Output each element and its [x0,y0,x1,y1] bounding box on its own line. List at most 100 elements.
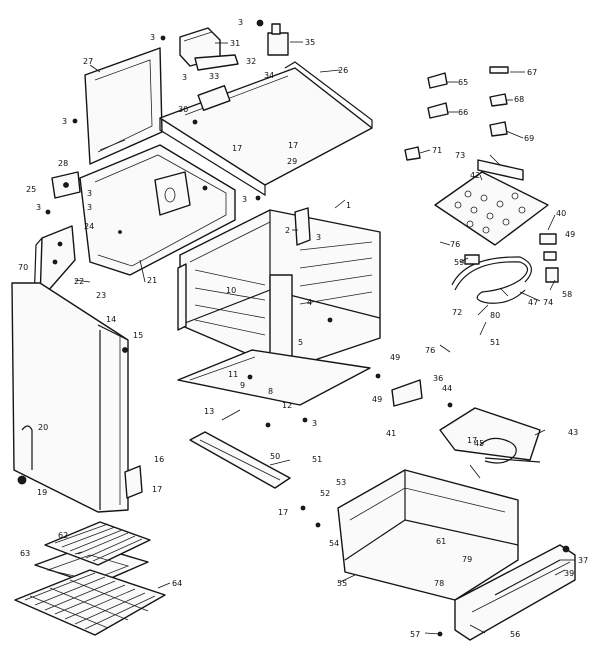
callout-label: 28 [58,159,68,168]
callout-label: 39 [564,569,574,578]
back-panel [84,47,163,165]
callout-label: 24 [84,222,94,231]
callout-label: 30 [178,105,188,114]
callout-label: 42 [470,171,480,180]
callout-label: 70 [18,263,28,272]
bracket-25 [51,171,81,199]
side-panel [79,144,236,276]
callout-label: 51 [490,338,500,347]
callout-label: 2 [285,226,290,235]
callout-label: 45 [474,439,484,448]
callout-label: 36 [433,374,443,383]
element-rack [434,159,549,246]
callout-label: 41 [386,429,396,438]
callout-label: 40 [556,209,566,218]
callout-label: 73 [455,151,465,160]
callout-label: 71 [432,146,442,155]
callout-label: 27 [83,57,93,66]
callout-label: 66 [458,108,468,117]
callout-label: 33 [209,72,219,81]
callout-label: 17 [278,508,288,517]
callout-label: 51 [312,455,322,464]
callout-label: 29 [287,157,297,166]
switch-part [256,19,289,56]
callout-label: 59 [454,258,464,267]
oven-bottom-panel [177,349,371,406]
callout-label: 25 [26,185,36,194]
screws [45,35,453,637]
callout-label: 62 [58,531,68,540]
callout-label: 17 [288,141,298,150]
callout-label: 64 [172,579,182,588]
callout-label: 55 [337,579,347,588]
callout-label: 5 [298,338,303,347]
ignitor-box [391,379,423,407]
side-front-panel [11,282,129,513]
callout-label: 43 [568,428,578,437]
callout-label: 47 [528,298,538,307]
callout-label: 3 [150,33,155,42]
callout-label: 49 [390,353,400,362]
callout-label: 49 [372,395,382,404]
callout-label: 76 [425,346,435,355]
callout-label: 14 [106,315,116,324]
bracket-assembly [179,27,239,71]
callout-label: 10 [226,286,236,295]
callout-label: 3 [87,203,92,212]
callout-label: 52 [320,489,330,498]
callout-label: 17 [467,436,477,445]
hardware-top-right [404,66,509,161]
callout-label: 54 [329,539,339,548]
callout-label: 11 [228,370,238,379]
callout-label: 69 [524,134,534,143]
callout-label: 57 [410,630,420,639]
callout-label: 32 [246,57,256,66]
callout-label: 3 [312,419,317,428]
callout-label: 49 [565,230,575,239]
callout-label: 65 [458,78,468,87]
callout-label: 56 [510,630,520,639]
hinge-bracket [33,225,76,306]
callout-label: 79 [462,555,472,564]
callout-label: 17 [232,144,242,153]
callout-label: 17 [152,485,162,494]
door-hinge [124,465,143,499]
callout-label: 31 [230,39,240,48]
callout-label: 3 [36,203,41,212]
callout-label: 3 [62,117,67,126]
callout-label: 4 [307,298,312,307]
element-clips [539,233,559,283]
callout-label: 37 [578,556,588,565]
callout-label: 63 [20,549,30,558]
callout-label: 20 [38,423,48,432]
callout-label: 44 [442,384,452,393]
callout-label: 76 [450,240,460,249]
callout-label: 23 [96,291,106,300]
callout-label: 68 [514,95,524,104]
drawer-support [189,431,291,489]
callout-label: 78 [434,579,444,588]
callout-label: 50 [270,452,280,461]
callout-label: 13 [204,407,214,416]
callout-label: 3 [238,18,243,27]
callout-label: 15 [133,331,143,340]
callout-label: 3 [182,73,187,82]
callout-label: 35 [305,38,315,47]
callout-label: 16 [154,455,164,464]
callout-label: 8 [268,387,273,396]
callout-label: 34 [264,71,274,80]
drawer-front-panel [454,544,576,641]
callout-label: 72 [452,308,462,317]
callout-label: 67 [527,68,537,77]
callout-label: 53 [336,478,346,487]
oven-rack [14,569,166,636]
callout-label: 74 [543,298,553,307]
callout-label: 80 [490,311,500,320]
leader-lines [74,41,575,635]
callout-label: 22 [74,277,84,286]
callout-label: 1 [346,201,351,210]
callout-label: 58 [562,290,572,299]
callout-label: 19 [37,488,47,497]
